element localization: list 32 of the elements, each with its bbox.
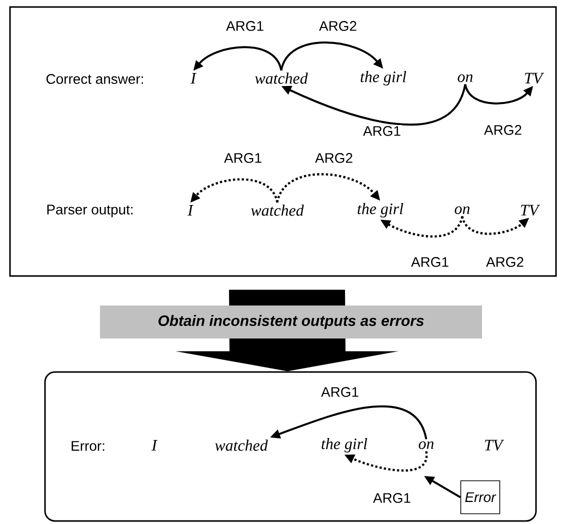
edge-label: ARG2 [483, 124, 523, 136]
edge-label: ARG1 [372, 492, 412, 504]
panel-frame [44, 371, 537, 522]
word: watched [215, 440, 268, 451]
row-label: Correct answer: [46, 74, 143, 84]
edge-label: ARG2 [318, 20, 358, 32]
row-label: Error: [72, 441, 104, 451]
word: on [418, 441, 434, 450]
word: watched [251, 204, 304, 216]
word: TV [485, 440, 504, 451]
word: the girl [360, 71, 406, 86]
word: on [454, 206, 470, 214]
edge-label: ARG1 [410, 256, 450, 268]
word: I [188, 205, 194, 216]
row-label: Parser output: [47, 204, 133, 218]
edge-label: ARG2 [485, 256, 525, 268]
word: I [190, 73, 197, 84]
word: on [458, 74, 473, 82]
edge-label: ARG2 [314, 152, 354, 164]
edge-label: ARG1 [320, 386, 360, 398]
word: TV [525, 72, 544, 84]
panel-frame [9, 6, 557, 277]
word: the girl [322, 438, 368, 452]
word: TV [521, 204, 540, 216]
error-box: Error [460, 480, 500, 514]
word: the girl [358, 203, 404, 218]
edge-label: ARG1 [223, 152, 263, 164]
edge-label: ARG1 [362, 125, 402, 137]
banner-label: Obtain inconsistent outputs as errors [100, 305, 482, 338]
word: I [152, 440, 158, 450]
edge-label: ARG1 [225, 20, 265, 32]
word: watched [255, 72, 308, 84]
